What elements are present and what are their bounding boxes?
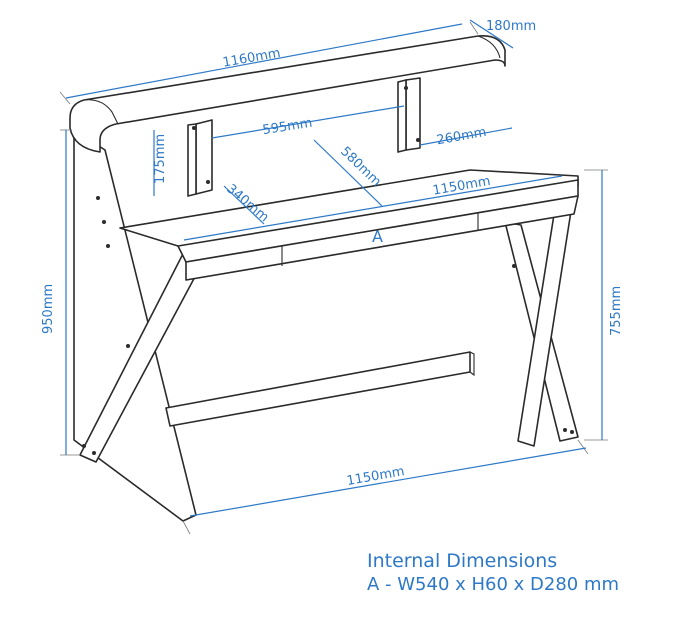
- dim-shelf-height: 175mm: [153, 134, 168, 184]
- screw-hole: [106, 244, 110, 248]
- dim-desk-diag: 580mm: [337, 144, 383, 190]
- dim-shelf-gap: 595mm: [262, 116, 314, 139]
- top-shelf: [69, 34, 506, 153]
- screw-hole: [126, 344, 130, 348]
- legend-line: A - W540 x H60 x D280 mm: [367, 574, 620, 595]
- bottom-stretcher: [165, 351, 471, 427]
- dim-total-height: 950mm: [41, 284, 56, 334]
- dim-shelf-side: 260mm: [436, 125, 488, 148]
- screw-hole: [563, 428, 567, 432]
- dimension-lines: [59, 19, 608, 535]
- desk-outline: [69, 34, 579, 522]
- screw-hole: [570, 430, 574, 434]
- screw-hole: [92, 451, 96, 455]
- screw-hole: [404, 86, 408, 90]
- screw-hole: [192, 126, 196, 130]
- dim-base-width: 1150mm: [346, 464, 406, 489]
- screw-hole: [206, 180, 210, 184]
- drawer-label: A: [372, 227, 383, 246]
- dim-top-depth: 180mm: [486, 19, 536, 34]
- left-front-leg: [73, 129, 197, 522]
- screw-hole: [512, 264, 516, 268]
- screw-hole: [416, 138, 420, 142]
- legend-title: Internal Dimensions: [367, 550, 558, 572]
- dim-top-width: 1160mm: [222, 46, 282, 71]
- dim-desk-height: 755mm: [609, 286, 624, 336]
- screw-hole: [82, 444, 86, 448]
- internal-dimensions-legend: Internal Dimensions A - W540 x H60 x D28…: [367, 549, 619, 597]
- screw-hole: [102, 220, 106, 224]
- screw-hole: [96, 196, 100, 200]
